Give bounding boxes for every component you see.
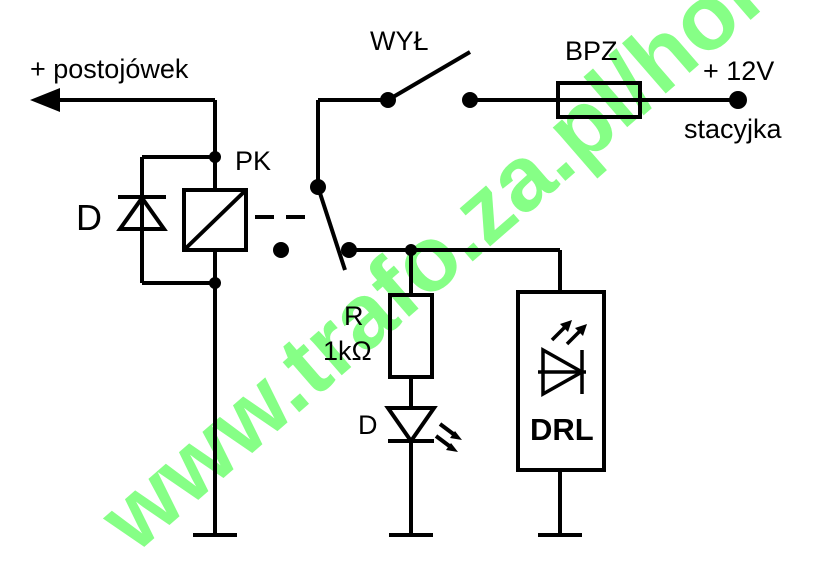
drl-module [516,250,606,535]
contact-dot [310,179,326,195]
relay-coil [182,188,248,535]
arrow-left-icon [30,88,60,112]
junctions [209,91,747,289]
relay-contact [316,100,560,271]
switch-contact-dot [380,92,396,108]
junction-dot [209,151,221,163]
drl-emission-arrow-1 [560,320,572,332]
label-resistor-value: 1kΩ [323,336,372,366]
led-emission-arrow-2 [446,443,458,452]
flyback-diode [116,155,215,285]
drl-led-icon [538,322,586,397]
label-supply: + 12V [703,56,774,86]
contact-dot [341,242,357,258]
switch-wyl [318,50,558,102]
contact-dot [273,242,289,258]
switch-contact-dot [462,92,478,108]
label-drl: DRL [530,412,594,447]
label-stacyjka: stacyjka [684,114,783,144]
label-switch-wyl: WYŁ [370,26,429,56]
resistor-r [388,250,434,408]
postojowek-output-wire [50,98,217,190]
label-fuse-bpz: BPZ [565,36,618,66]
led-emission-arrow-1 [450,431,462,440]
led-d [384,406,458,535]
label-pk: PK [235,146,271,176]
drl-emission-arrow-2 [575,324,587,336]
label-diode-d: D [76,197,102,238]
label-postojowek: + postojówek [30,54,189,84]
junction-dot [209,277,221,289]
supply-terminal-dot [729,91,747,109]
label-led-d: D [358,410,378,440]
label-resistor-name: R [344,301,364,331]
fuse-bpz [556,81,738,119]
junction-dot [405,244,417,256]
